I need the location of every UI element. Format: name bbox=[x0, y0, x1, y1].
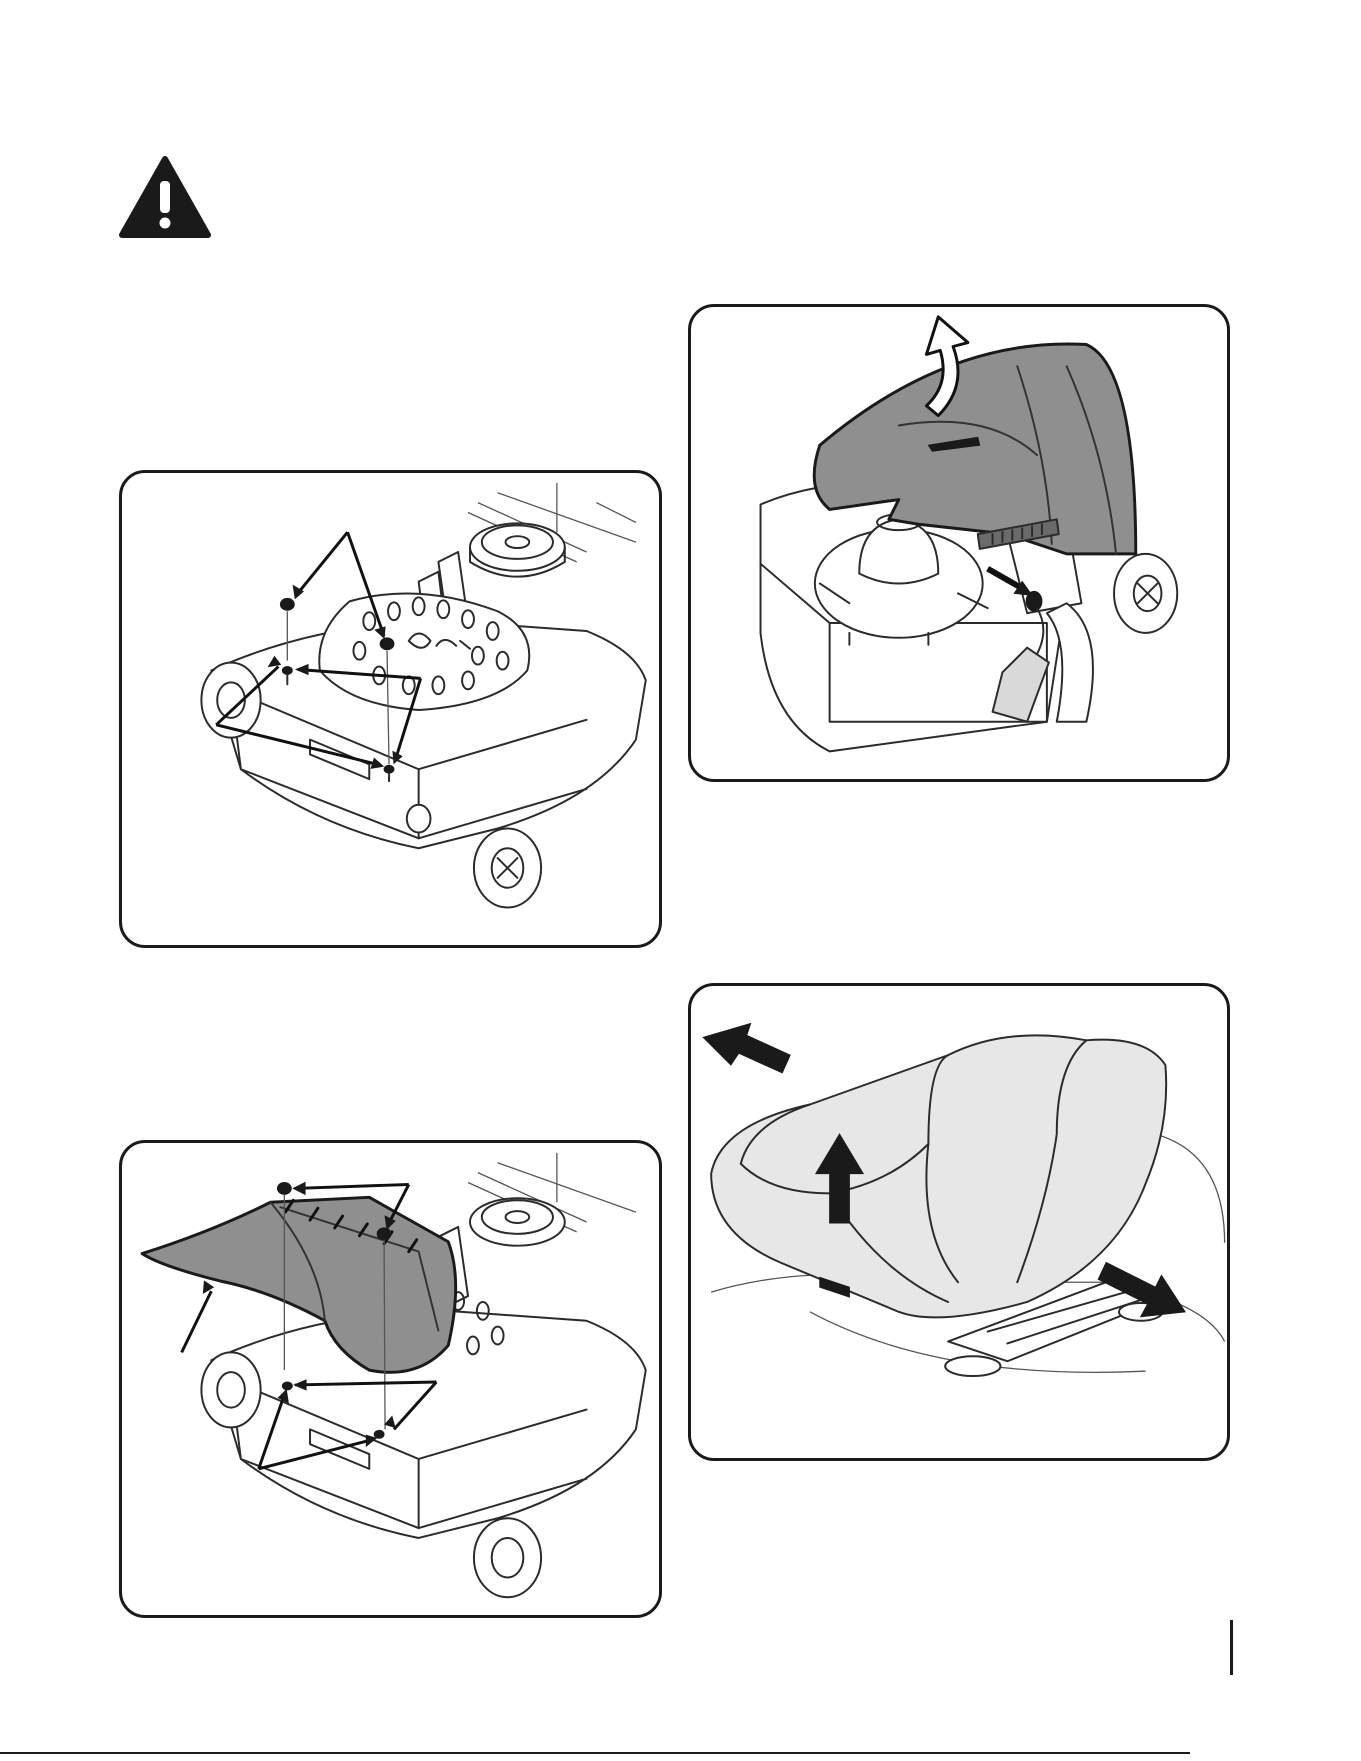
chute-install-illustration bbox=[122, 1143, 659, 1615]
mower-deck-mounting-illustration bbox=[122, 473, 659, 945]
figure-chute-install bbox=[119, 1140, 662, 1618]
warning-triangle-icon bbox=[118, 155, 212, 239]
page-number-divider bbox=[1230, 1620, 1233, 1675]
seat-slide-illustration bbox=[691, 986, 1227, 1458]
figure-deck-hardware bbox=[119, 470, 662, 948]
page-footer-rule bbox=[0, 1752, 1190, 1754]
figure-chute-lift bbox=[688, 304, 1230, 782]
figure-seat-adjust bbox=[688, 983, 1230, 1461]
chute-raise-illustration bbox=[691, 307, 1227, 779]
